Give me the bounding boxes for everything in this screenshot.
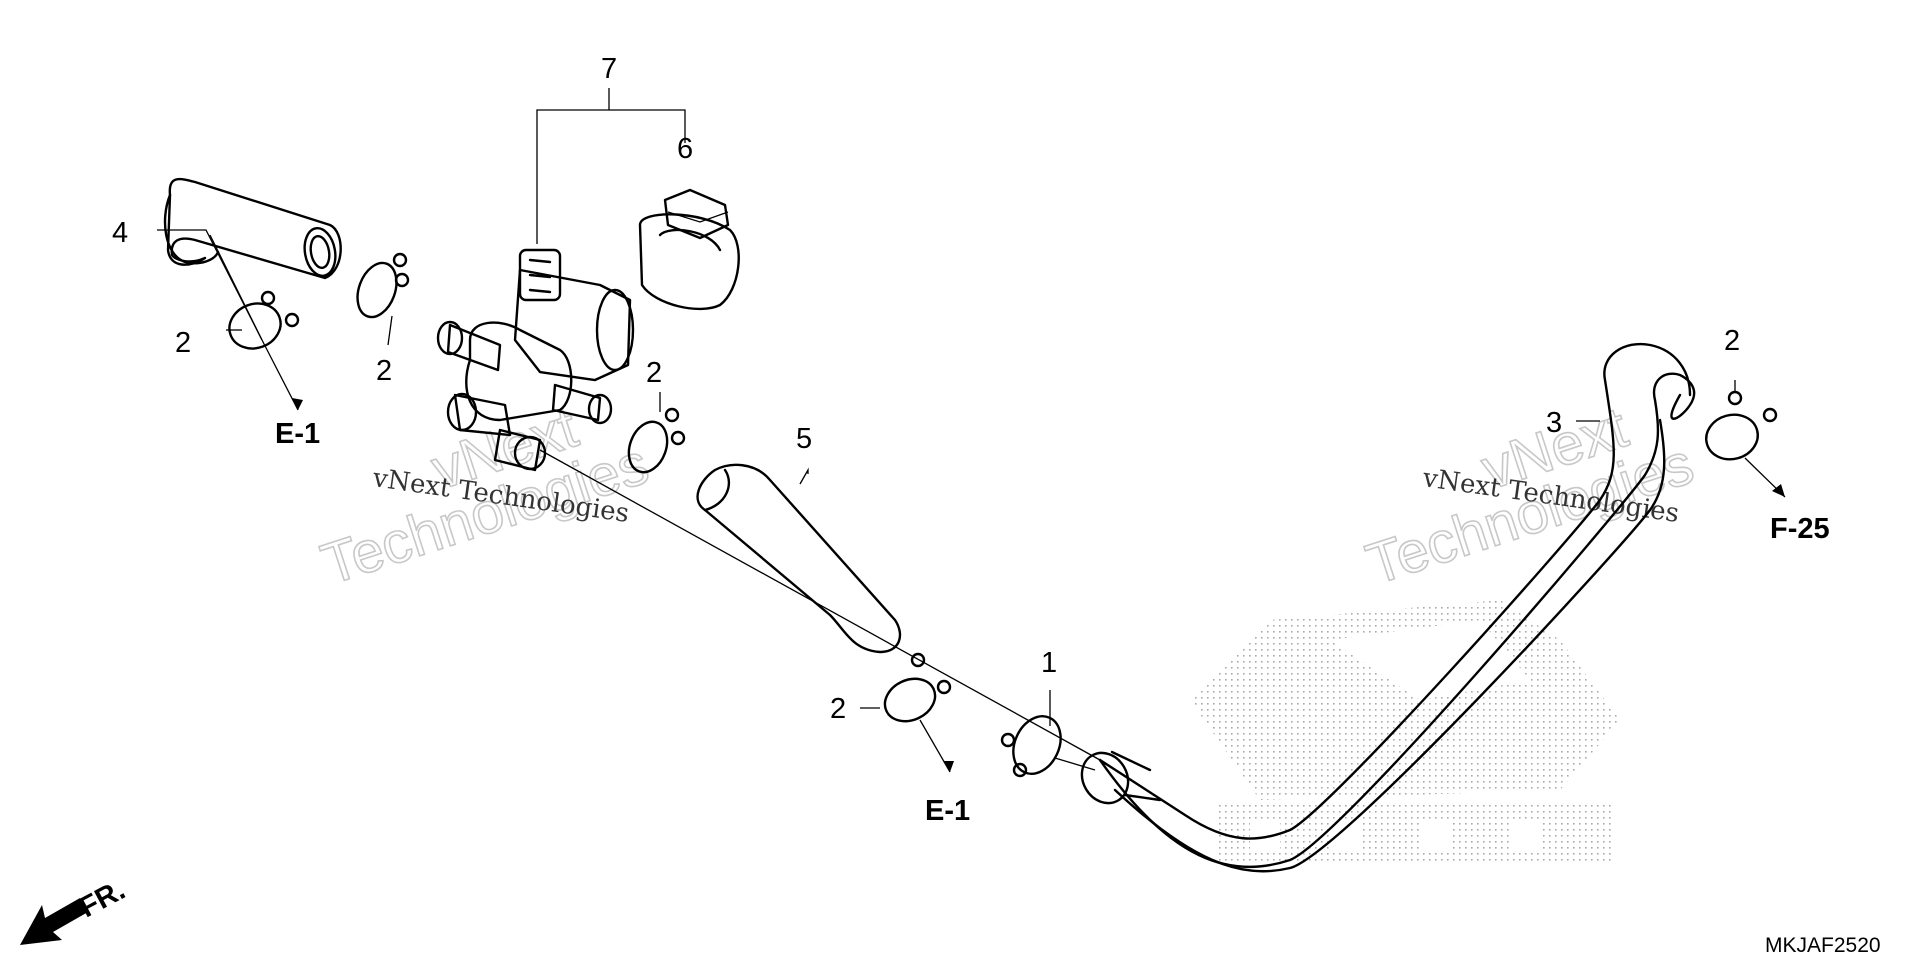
honda-logo-watermark bbox=[1190, 600, 1620, 865]
clamp-2-left-top bbox=[356, 252, 410, 319]
clamp-2-bottom bbox=[883, 652, 952, 723]
ref-e1-left: E-1 bbox=[275, 418, 320, 450]
label-part-3: 3 bbox=[1546, 407, 1562, 439]
label-part-2-right: 2 bbox=[1724, 325, 1740, 357]
drawing-code: MKJAF2520 bbox=[1765, 934, 1881, 957]
label-part-4: 4 bbox=[112, 217, 128, 249]
label-part-2-left: 2 bbox=[175, 327, 191, 359]
label-part-2-upper: 2 bbox=[376, 355, 392, 387]
clamp-1 bbox=[1000, 715, 1062, 778]
part-7-valve-assembly bbox=[436, 248, 635, 472]
label-part-6: 6 bbox=[677, 133, 693, 165]
clamp-2-right bbox=[1705, 390, 1778, 461]
leader-lines bbox=[157, 88, 1786, 773]
clamp-2-mid bbox=[627, 407, 686, 474]
part-5-hose bbox=[696, 463, 902, 654]
part-6-bracket bbox=[638, 188, 740, 311]
label-part-2-bottom: 2 bbox=[830, 693, 846, 725]
label-part-5: 5 bbox=[796, 423, 812, 455]
front-marker-label: FR. bbox=[74, 874, 130, 924]
front-direction-arrow: FR. bbox=[20, 874, 131, 945]
label-part-1: 1 bbox=[1041, 647, 1057, 679]
ref-f25: F-25 bbox=[1770, 513, 1830, 545]
label-part-2-mid: 2 bbox=[646, 357, 662, 389]
ref-e1-bottom: E-1 bbox=[925, 795, 970, 827]
part-4-hose bbox=[163, 177, 342, 280]
clamp-2-left-bottom bbox=[228, 290, 300, 350]
part-3-pipe bbox=[1080, 342, 1696, 873]
watermark-left: vNext Technologies vNext Technologies bbox=[313, 394, 657, 598]
watermark-right: vNext Technologies vNext Technologies bbox=[1358, 394, 1702, 598]
label-part-7: 7 bbox=[601, 53, 617, 85]
